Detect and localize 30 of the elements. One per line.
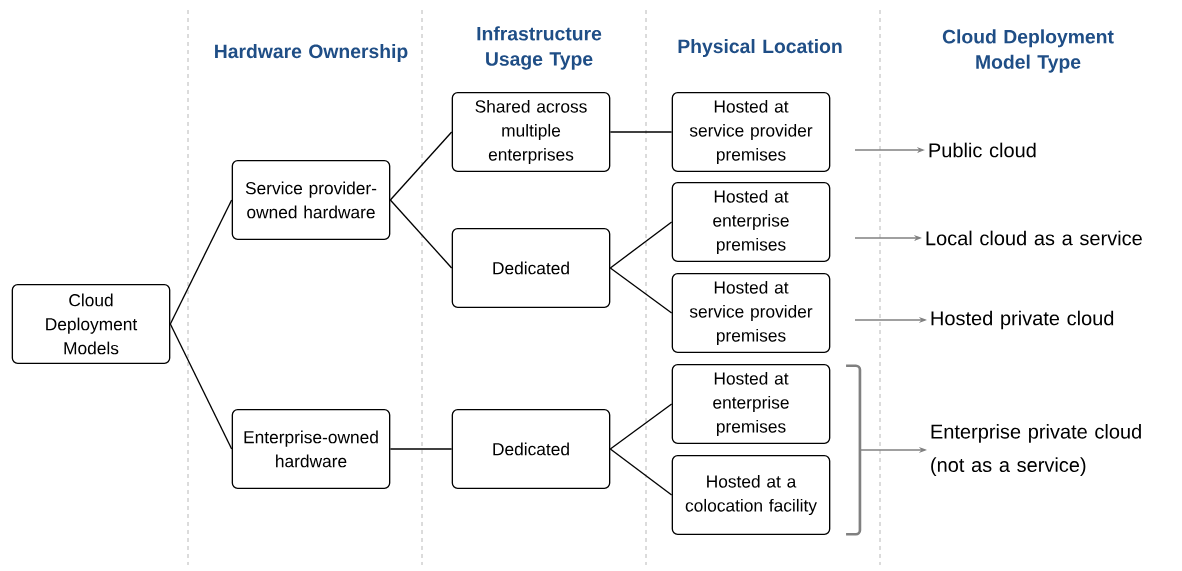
column-heading: Physical Location xyxy=(678,39,842,57)
process-box: Dedicated xyxy=(451,228,611,308)
process-box: Service provider-owned hardware xyxy=(231,160,391,240)
outcome-label: Public cloud xyxy=(929,142,1036,158)
connector-line xyxy=(169,199,233,325)
column-heading: Hardware Ownership xyxy=(215,44,408,62)
outcome-label: Local cloud as a service xyxy=(926,230,1142,246)
connector-line xyxy=(609,448,673,496)
outcome-label: Hosted private cloud xyxy=(931,310,1114,330)
connector-line xyxy=(609,403,673,450)
process-box: Hosted at service provider premises xyxy=(671,273,831,353)
process-box: Enterprise-owned hardware xyxy=(231,409,391,489)
connector-line xyxy=(609,131,673,133)
connector-line xyxy=(609,221,673,269)
outcome-label: Enterprise private cloud (not as a service) xyxy=(931,424,1141,476)
process-box: Shared across multiple enterprises xyxy=(451,92,611,172)
connector-line xyxy=(389,199,453,269)
connector-line xyxy=(389,131,453,201)
bracket xyxy=(846,364,862,536)
connector-line xyxy=(609,267,673,314)
process-box: Hosted at a colocation facility xyxy=(671,455,831,535)
connector-line xyxy=(389,448,453,450)
process-box: Hosted at service provider premises xyxy=(671,92,831,172)
connector-line xyxy=(169,323,233,450)
process-box: Hosted at enterprise premises xyxy=(671,182,831,262)
process-box: Dedicated xyxy=(451,409,611,489)
column-heading: Infrastructure Usage Type xyxy=(477,26,602,70)
process-box: Cloud Deployment Models xyxy=(11,284,171,364)
process-box: Hosted at enterprise premises xyxy=(671,364,831,444)
column-heading: Cloud Deployment Model Type xyxy=(942,29,1114,73)
